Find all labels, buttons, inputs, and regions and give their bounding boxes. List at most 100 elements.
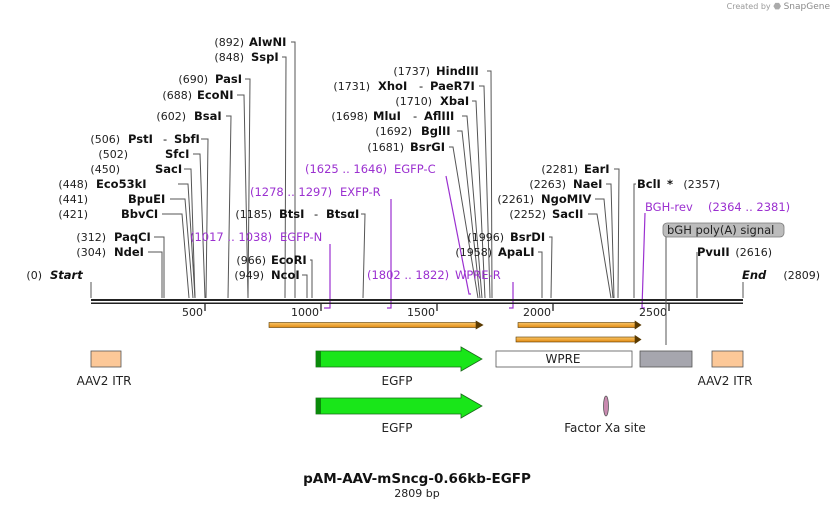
site-name-pvuii: PvuII (697, 245, 730, 259)
site-pos-apali: (1958) (455, 246, 492, 259)
leader-bpuei (170, 198, 194, 299)
site-name-ngomiv: NgoMIV (541, 192, 591, 206)
snapgene-credit: Created by ⬣ SnapGene (727, 2, 830, 12)
leader-ngomiv (595, 198, 614, 299)
egfp-arrow-2 (315, 393, 483, 419)
primer-label-egfp-n: EGFP-N (280, 230, 322, 244)
primer-range-wpre-r: (1802 .. 1822) (367, 268, 449, 282)
orf-arrows (268, 320, 642, 345)
site-pos-bpuei: (441) (58, 193, 88, 206)
site-name-bpuei: BpuEI (128, 192, 165, 206)
factor-xa-marker (603, 395, 609, 417)
site-name-eari: EarI (584, 162, 610, 176)
site-name-sacii: SacII (552, 207, 583, 221)
site-pos-bbvci: (421) (58, 208, 88, 221)
leader-mlui (462, 115, 483, 299)
site-name-paer7i: PaeR7I (430, 79, 475, 93)
site-name-bsrgi: BsrGI (410, 140, 445, 154)
site-pos-bsrgi: (1681) (367, 141, 404, 154)
leader-apali (538, 251, 543, 298)
site-name-btsi: BtsI (279, 207, 304, 221)
leader-psti (201, 138, 209, 299)
site-leader-lines (90, 41, 744, 299)
leader-bsai (226, 115, 232, 299)
orf-1-head (475, 320, 484, 330)
primer-range-egfp-c: (1625 .. 1646) (305, 162, 387, 176)
egfp-arrow-1-tail (316, 351, 321, 367)
leader-alwni (291, 41, 296, 298)
primer-line-exfp-r (387, 199, 392, 309)
site-name-pasi: PasI (215, 72, 242, 86)
snapgene-logo-icon: ⬣ (773, 2, 782, 12)
site-pos-bsai: (602) (156, 110, 186, 123)
site-name-bglii: BglII (421, 124, 451, 138)
leader-bbvci (162, 213, 190, 299)
site-name-sspi: SspI (251, 50, 279, 64)
ruler-label-2500: 2500 (639, 306, 667, 319)
ruler-label-1000: 1000 (291, 306, 319, 319)
primer-range-bgh-rev: (2364 .. 2381) (708, 200, 790, 214)
site-name-mlui: MluI (373, 109, 401, 123)
leader-ncoi (302, 274, 308, 298)
site-pos-ncoi: (949) (234, 269, 264, 282)
ruler-label-2000: 2000 (523, 306, 551, 319)
site-pos-saci: (450) (90, 163, 120, 176)
site-name-bsai: BsaI (194, 109, 222, 123)
site-pos-sacii: (2252) (509, 208, 546, 221)
backbone-bar-lower (91, 302, 743, 304)
wpre-label: WPRE (545, 352, 580, 366)
primer-range-exfp-r: (1278 .. 1297) (250, 185, 332, 199)
site-name-sfci: SfcI (165, 147, 189, 161)
site-name-afliii: AflIII (424, 109, 454, 123)
ruler (204, 304, 670, 311)
primer-line-egfp-c (445, 175, 471, 295)
site-name-ecori: EcoRI (271, 253, 307, 267)
orf-1 (268, 322, 478, 328)
site-name-ndei: NdeI (114, 245, 144, 259)
leader-saci (184, 168, 196, 299)
leader-btsi (361, 213, 366, 299)
leader-paqci (154, 236, 165, 298)
leader-sfci (193, 153, 206, 299)
site-name-xbai: XbaI (440, 94, 469, 108)
leader-pasi (245, 78, 251, 299)
site-pos-bglii: (1692) (375, 125, 412, 138)
leader-eco53ki (178, 183, 196, 299)
dash-psti: - (163, 132, 167, 146)
site-pos-mlui: (1698) (331, 110, 368, 123)
site-pos-eari: (2281) (541, 163, 578, 176)
leader-ecori (310, 259, 313, 298)
site-pos-ndei: (304) (76, 246, 106, 259)
orf-2 (517, 322, 637, 328)
credit-brand: SnapGene (783, 2, 830, 12)
site-name-btsai: BtsαI (326, 207, 359, 221)
polya-label-bg (662, 222, 785, 238)
site-star-bcli: * (667, 177, 673, 191)
orf-3 (515, 336, 637, 343)
itr-right-box (711, 350, 744, 368)
site-name-naei: NaeI (573, 177, 602, 191)
site-pos-bcli: (2357) (683, 178, 720, 191)
site-pos-xbai: (1710) (395, 95, 432, 108)
site-pos-eco53ki: (448) (58, 178, 88, 191)
primer-range-egfp-n: (1017 .. 1038) (190, 230, 272, 244)
site-name-xhoi: XhoI (378, 79, 407, 93)
leader-econi (237, 94, 249, 299)
primer-label-wpre-r: WPRE-R (455, 268, 501, 282)
site-name-saci: SacI (155, 162, 182, 176)
dash-xhoi: - (419, 79, 423, 93)
start-label: Start (50, 268, 83, 282)
leader-eari (614, 168, 620, 299)
leader-bglii (457, 130, 481, 299)
orf-3-head (634, 334, 642, 345)
site-name-apali: ApaLI (498, 245, 535, 259)
primer-line-bgh-rev (641, 212, 646, 309)
site-pos-sspi: (848) (214, 51, 244, 64)
itr-right-label: AAV2 ITR (698, 374, 753, 388)
site-pos-ngomiv: (2261) (497, 193, 534, 206)
ruler-label-1500: 1500 (407, 306, 435, 319)
leader-naei (606, 183, 615, 299)
egfp-arrow-2-tail (316, 398, 321, 414)
site-name-sbfi: SbfI (174, 132, 200, 146)
credit-prefix: Created by (726, 2, 771, 11)
